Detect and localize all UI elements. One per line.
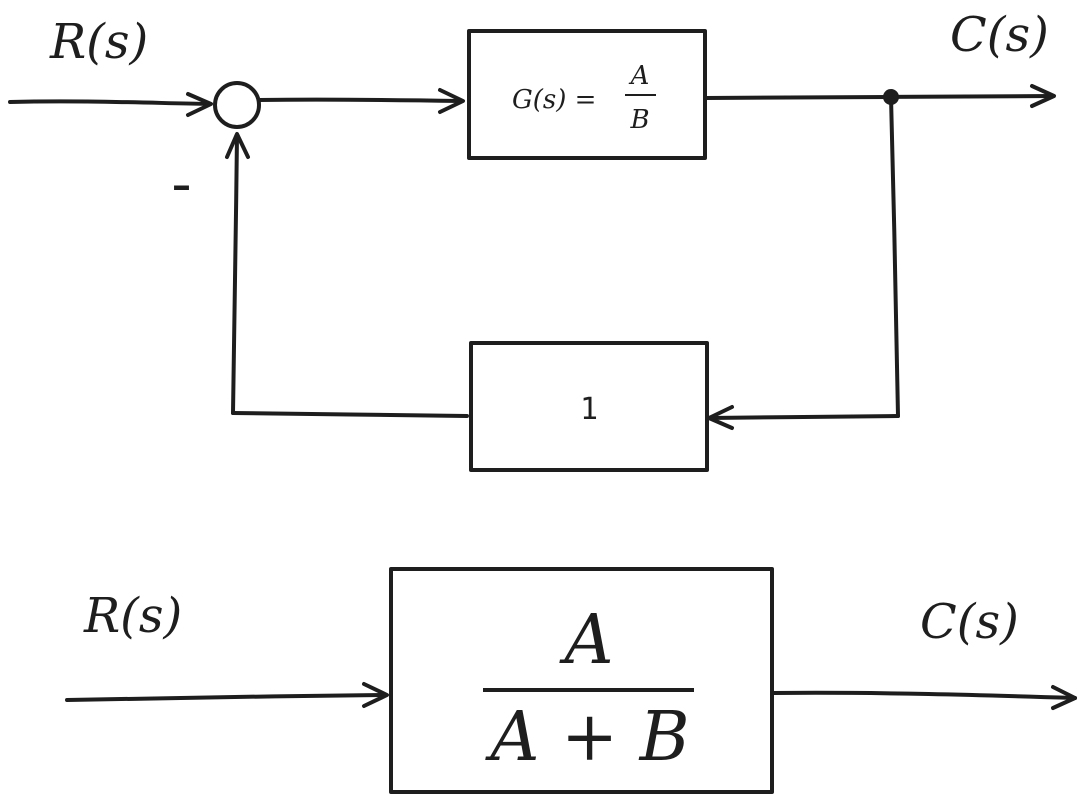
forward-block — [467, 29, 707, 160]
equivalent-block-denominator: A + B — [484, 698, 689, 777]
input-arrowhead — [186, 92, 213, 117]
feedback-line-left-out — [231, 411, 469, 418]
summing-junction — [213, 81, 261, 129]
output-arrowhead — [1030, 84, 1056, 108]
equivalent-output-arrowhead — [1051, 685, 1077, 710]
equivalent-input-arrow — [65, 693, 388, 702]
feedback-block — [469, 341, 709, 472]
equivalent-block-numerator: A — [558, 601, 613, 680]
forward-block-lhs: G(s) = — [512, 85, 596, 115]
input-arrow — [8, 99, 212, 106]
feedback-block-label: 1 — [580, 392, 598, 427]
forward-block-numerator: A — [629, 61, 650, 91]
feedback-up-arrowhead — [225, 132, 250, 159]
forward-arrowhead — [438, 88, 465, 114]
equivalent-output-label: C(s) — [920, 594, 1019, 650]
feedback-line-down — [889, 95, 900, 418]
equivalent-block — [389, 567, 774, 794]
forward-block-denominator: B — [629, 105, 649, 135]
summing-minus-sign: – — [172, 162, 191, 207]
output-label: C(s) — [950, 7, 1049, 63]
equivalent-output-arrow — [772, 690, 1077, 700]
equivalent-system: R(s) C(s) A A + B — [65, 567, 1077, 794]
output-line — [704, 94, 1055, 100]
forward-arrow — [257, 97, 464, 103]
feedback-line-up — [231, 133, 239, 415]
input-label: R(s) — [49, 14, 148, 70]
equivalent-input-arrowhead — [362, 682, 389, 708]
feedback-system: R(s) C(s) – G(s) = A B 1 — [8, 7, 1056, 472]
feedback-line-left-in — [707, 414, 900, 420]
equivalent-input-label: R(s) — [83, 588, 182, 644]
